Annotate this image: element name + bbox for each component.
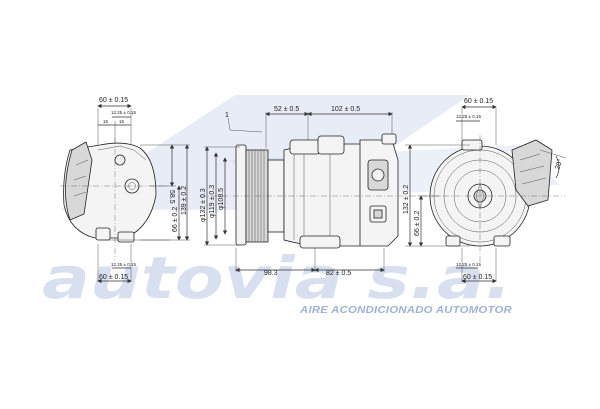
left-dim-bottom-small: 12.25 ± 0.15: [111, 262, 136, 267]
mid-dim-diam-outer: φ132 ± 0.3: [200, 188, 207, 222]
left-view: 60 ± 0.15 12.25 ± 0.15 16 16 58.5 139 ± …: [60, 97, 190, 284]
right-dim-top-width: 60 ± 0.15: [464, 98, 493, 105]
mid-dim-diam-inner: φ108.5: [218, 188, 225, 210]
right-dim-bottom-small: 12.25 ± 0.15: [456, 262, 481, 267]
watermark-tagline: AIRE ACONDICIONADO AUTOMOTOR: [299, 304, 512, 316]
mid-dim-top-right: 102 ± 0.5: [331, 106, 360, 113]
right-dim-bottom-width: 60 ± 0.15: [463, 274, 492, 281]
left-dim-bottom-width: 60 ± 0.15: [99, 274, 128, 281]
right-dim-height-total: 132 ± 0.2: [403, 185, 410, 214]
left-dim-top-small: 12.25 ± 0.15: [111, 110, 136, 115]
mid-dim-bottom-right: 82 ± 0.5: [326, 270, 351, 277]
right-view: 60 ± 0.15 12.25 ± 0.15 20° 132 ± 0.2 66 …: [403, 98, 567, 284]
left-dim-top-b: 16: [119, 119, 125, 124]
right-dim-top-small: 12.25 ± 0.15: [456, 114, 481, 119]
middle-view: 52 ± 0.5 102 ± 0.5 1 φ132 ± 0.3 φ119: [200, 106, 410, 277]
mid-dim-top-left: 52 ± 0.5: [274, 106, 299, 113]
right-dim-angle: 20°: [553, 158, 564, 171]
left-dim-height-base: 66 ± 0.2: [172, 207, 179, 232]
mid-dim-bottom-left: 98.3: [264, 270, 278, 277]
mid-label-1: 1: [225, 112, 229, 119]
right-dim-height-base: 66 ± 0.2: [414, 211, 421, 236]
left-dim-height-total: 139 ± 0.2: [181, 186, 188, 215]
left-dim-top-a: 16: [103, 119, 109, 124]
watermark-brand: autovia s.a.: [42, 244, 512, 312]
left-dim-height-mount: 58.5: [168, 190, 175, 204]
left-dim-top-width: 60 ± 0.15: [99, 97, 128, 104]
mid-dim-diam-mid: φ119 ± 0.3: [209, 185, 216, 218]
